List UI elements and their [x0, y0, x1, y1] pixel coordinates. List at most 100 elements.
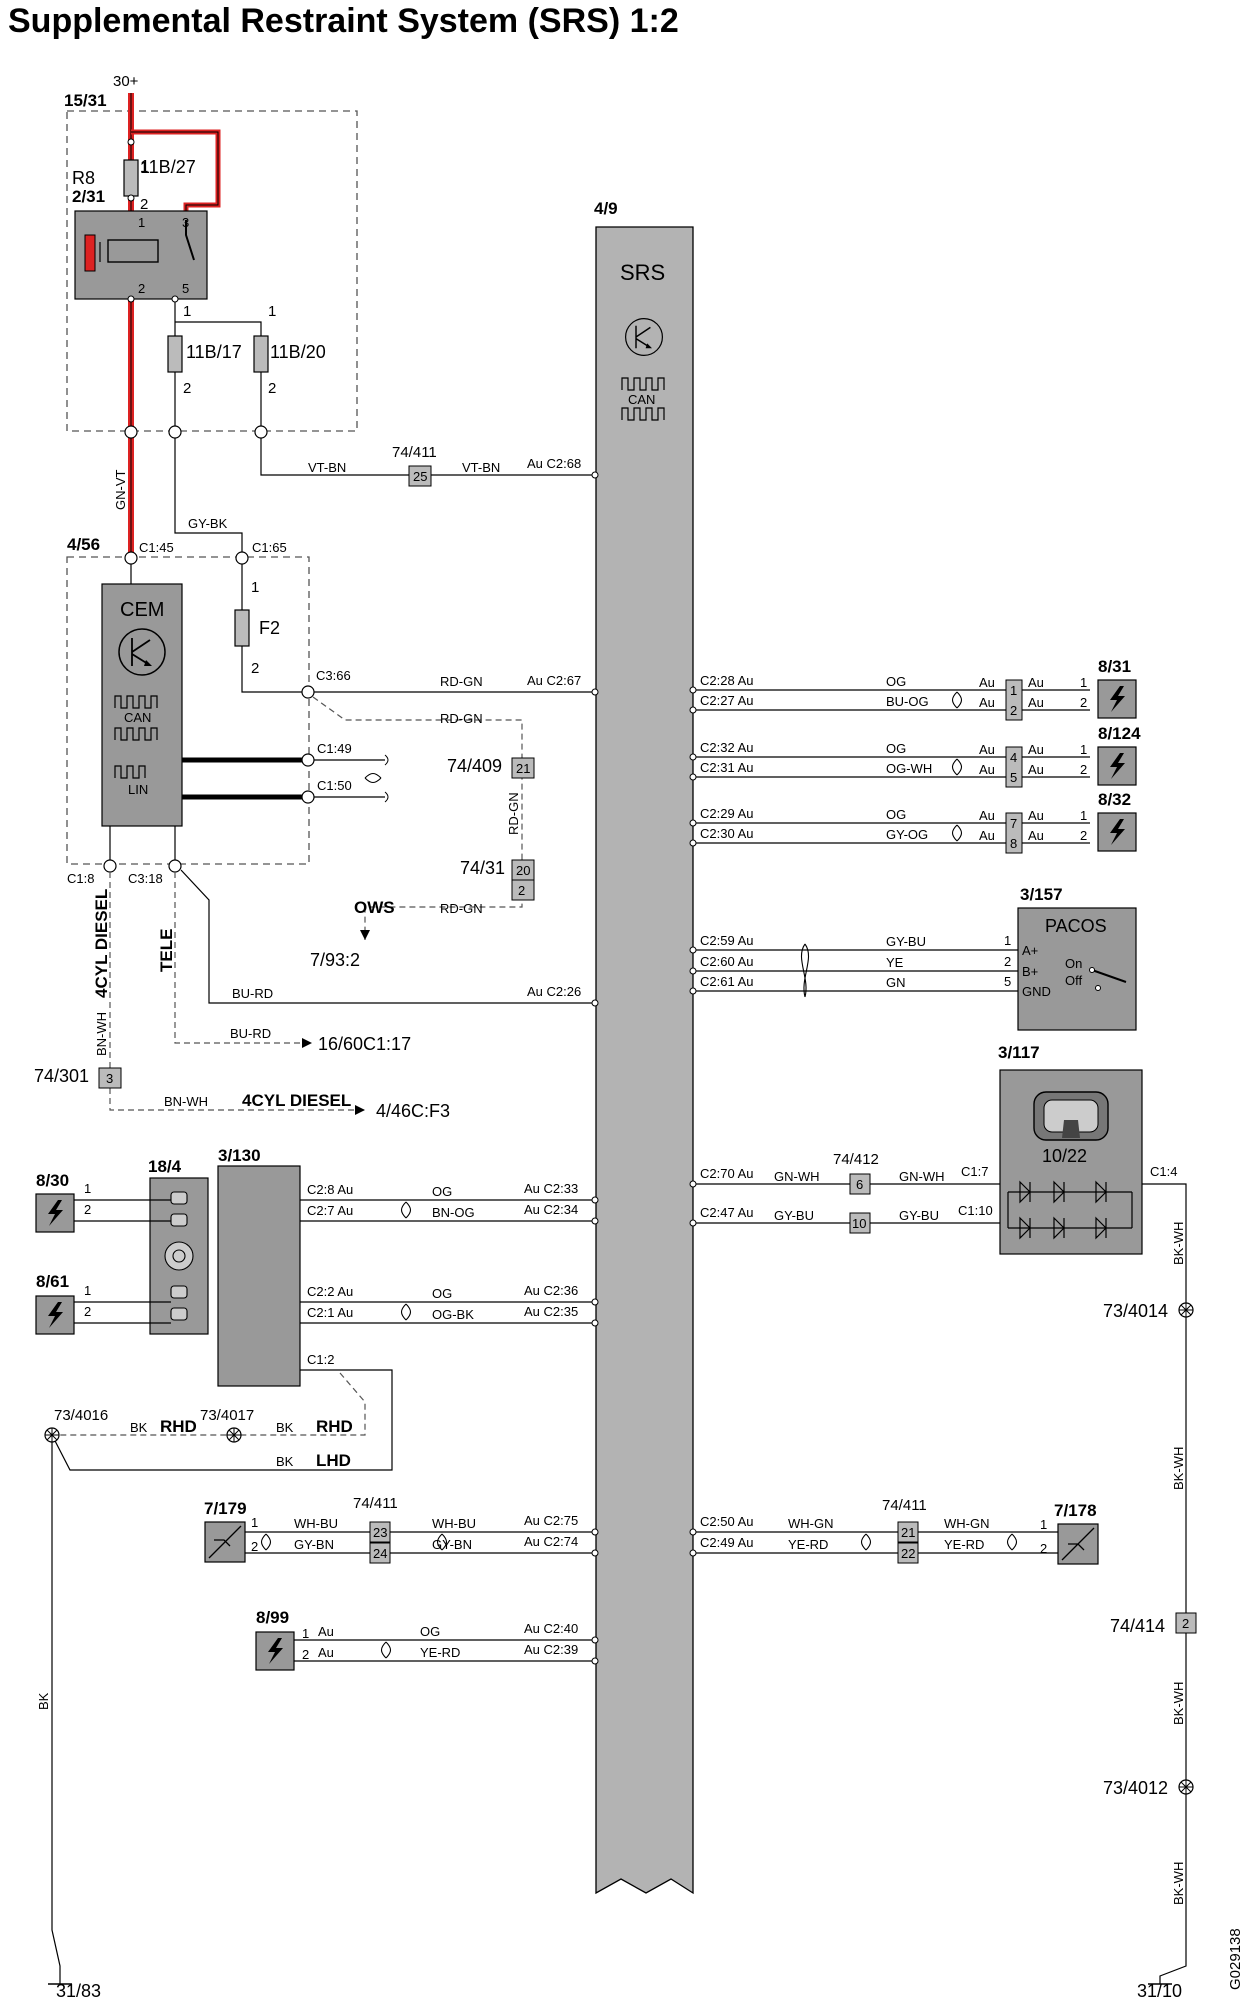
- wire-og-3: OG: [886, 807, 906, 822]
- ground-4017: 73/4017: [200, 1407, 254, 1424]
- conn-20: 20: [516, 863, 530, 878]
- igniter-8-124: 8/124: [1098, 724, 1141, 743]
- wire-whbu-2: WH-BU: [432, 1516, 476, 1531]
- wire-og-1: OG: [886, 674, 906, 689]
- wire-gybu-3: GY-BU: [899, 1208, 939, 1223]
- au-b5: Au: [1028, 808, 1044, 823]
- conn-23: 23: [373, 1525, 387, 1540]
- srs-pin-c230: C2:30 Au: [700, 826, 754, 841]
- wire-gn: GN: [886, 975, 906, 990]
- pacos-a: A+: [1022, 943, 1038, 958]
- cem-pin-c366: C3:66: [316, 668, 351, 683]
- cem-ref: 4/56: [67, 535, 100, 554]
- wire-whgn-1: WH-GN: [788, 1516, 834, 1531]
- srs-pin-c234: Au C2:34: [524, 1202, 578, 1217]
- igniter-8-31-icon: [1097, 679, 1137, 719]
- igniter-8-99: 8/99: [256, 1608, 289, 1627]
- ground-4016-icon: [44, 1427, 60, 1443]
- srs-pin-c226: Au C2:26: [527, 984, 581, 999]
- conn-74-301: 74/301: [34, 1066, 89, 1086]
- wire-gnwh-2: GN-WH: [899, 1169, 945, 1184]
- pacos-gnd: GND: [1022, 984, 1051, 999]
- wire-yerd-2: YE-RD: [944, 1537, 984, 1552]
- wire-rdgn-3: RD-GN: [506, 792, 521, 835]
- srs-ref: 4/9: [594, 199, 618, 218]
- srs-pin-c275: Au C2:75: [524, 1513, 578, 1528]
- conn-21-a: 21: [516, 761, 530, 776]
- pacos-name: PACOS: [1045, 916, 1107, 936]
- pacos-pin1: 1: [1004, 933, 1011, 948]
- srs-pin-c229: C2:29 Au: [700, 806, 754, 821]
- ref-7-93-2: 7/93:2: [310, 950, 360, 970]
- tb-pin7: 7: [1010, 816, 1017, 831]
- supply-label: 30+: [113, 73, 139, 90]
- cem-name: CEM: [120, 599, 164, 621]
- indicator-ref: 3/117: [998, 1043, 1040, 1062]
- wire-bkwh-3: BK-WH: [1171, 1682, 1186, 1725]
- conn-21-b: 21: [901, 1525, 915, 1540]
- au-b6: Au: [1028, 828, 1044, 843]
- wire-gybn-2: GY-BN: [432, 1537, 472, 1552]
- ground-4012-icon: [1178, 1779, 1194, 1795]
- wire-gyog: GY-OG: [886, 827, 928, 842]
- pacos-ref: 3/157: [1020, 885, 1063, 904]
- srs-pin-c240: Au C2:40: [524, 1621, 578, 1636]
- au-b2: Au: [1028, 695, 1044, 710]
- ows-label: OWS: [354, 898, 395, 917]
- conn-24: 24: [373, 1546, 387, 1561]
- au-b1: Au: [1028, 675, 1044, 690]
- wire-rdgn-2: RD-GN: [440, 711, 483, 726]
- igniter-8-31: 8/31: [1098, 657, 1131, 676]
- ground-4017-icon: [226, 1427, 242, 1443]
- wire-buog: BU-OG: [886, 694, 929, 709]
- wire-ogwh: OG-WH: [886, 761, 932, 776]
- srs-pin-c268: Au C2:68: [527, 456, 581, 471]
- cem-pin-c149: C1:49: [317, 741, 352, 756]
- relay-ref: 2/31: [72, 187, 105, 206]
- wire-bnwh-1: BN-WH: [94, 1012, 109, 1056]
- conn-74-411-r: 74/411: [882, 1497, 927, 1514]
- conn-6: 6: [856, 1177, 863, 1192]
- ign830-pin1: 1: [84, 1181, 91, 1196]
- srs-can: CAN: [628, 392, 655, 407]
- au-c1: Au: [318, 1624, 334, 1639]
- au-a5: Au: [979, 808, 995, 823]
- srs-pin-c233: Au C2:33: [524, 1181, 578, 1196]
- seat-module-ref: 3/130: [218, 1146, 261, 1165]
- wire-rdgn-1: RD-GN: [440, 674, 483, 689]
- right-igniter-group: 1 2 4 5 7 8: [693, 679, 1090, 854]
- pacos-b: B+: [1022, 964, 1038, 979]
- relay-name: R8: [72, 168, 95, 188]
- sl-pin2: 2: [251, 1539, 258, 1554]
- wire-bkwh-2: BK-WH: [1171, 1447, 1186, 1490]
- ground-4014-icon: [1178, 1302, 1194, 1318]
- ign3-pin1: 1: [1080, 808, 1087, 823]
- srs-pin-c259: C2:59 Au: [700, 933, 754, 948]
- igniter-8-30: 8/30: [36, 1171, 69, 1190]
- wire-bnwh-2: BN-WH: [164, 1094, 208, 1109]
- srs-name: SRS: [620, 260, 665, 285]
- f2-pin1: 1: [251, 579, 259, 596]
- fuse-11b17-pin2: 2: [183, 380, 191, 397]
- drawing-number: G029138: [1227, 1928, 1244, 1990]
- ground-4012: 73/4012: [1103, 1778, 1168, 1798]
- conn-2-b: 2: [1182, 1616, 1189, 1631]
- cem-pin-c18: C1:8: [67, 871, 94, 886]
- srs-pin-c236: Au C2:36: [524, 1283, 578, 1298]
- relay-pin5: 5: [182, 281, 189, 296]
- igniter-8-32-icon: [1097, 812, 1137, 852]
- seat-pin-m28: C2:8 Au: [307, 1182, 353, 1197]
- ind-pin-c17: C1:7: [961, 1164, 988, 1179]
- srs-pin-c239: Au C2:39: [524, 1642, 578, 1657]
- fuse-11b27: 11B/27: [140, 157, 196, 177]
- sensor-left-ref: 7/179: [204, 1499, 247, 1518]
- cem-pin-c145: C1:45: [139, 540, 174, 555]
- au-a2: Au: [979, 695, 995, 710]
- wire-burd-2: BU-RD: [230, 1026, 271, 1041]
- srs-pin-c228: C2:28 Au: [700, 673, 754, 688]
- ign2-pin1: 1: [1080, 742, 1087, 757]
- fuse-11b20-pin2: 2: [268, 380, 276, 397]
- ref-4-46: 4/46C:F3: [376, 1101, 450, 1121]
- au-a3: Au: [979, 742, 995, 757]
